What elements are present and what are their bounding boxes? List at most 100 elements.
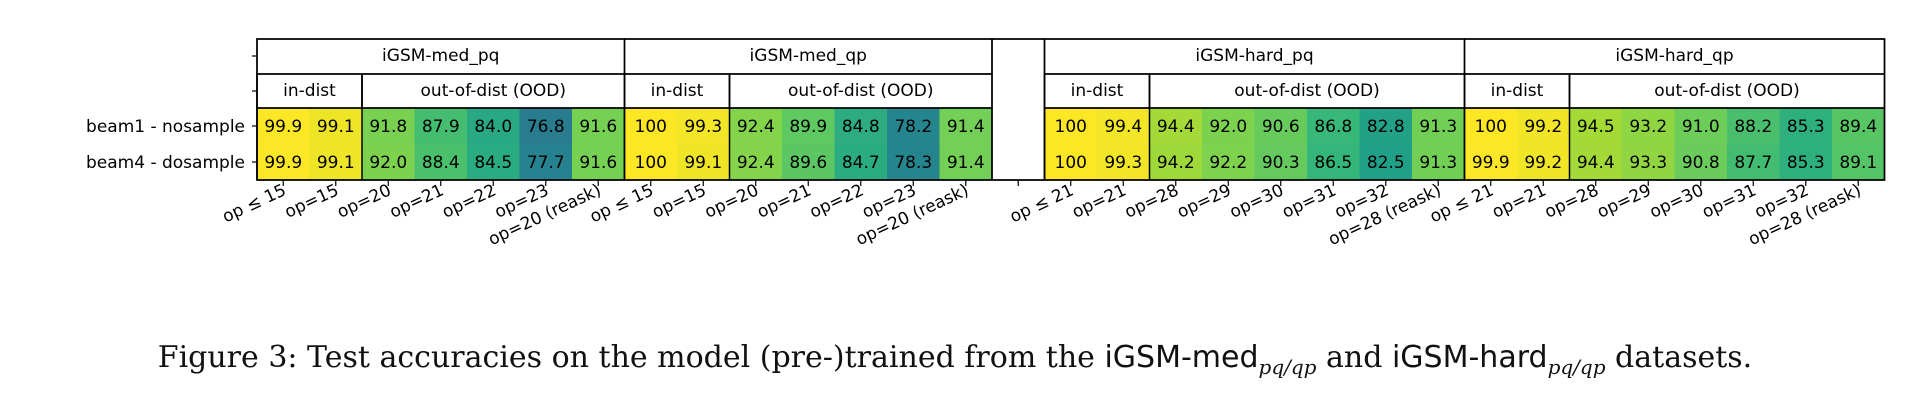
heatmap-cell [1464, 108, 1517, 144]
panel-title: iGSM-med_qp [750, 46, 867, 66]
cell-value: 91.8 [369, 117, 407, 137]
cell-value: 78.3 [894, 153, 932, 173]
panel-title: iGSM-hard_pq [1195, 46, 1313, 66]
cell-value: 91.0 [1682, 117, 1720, 137]
chart-frame [256, 38, 1886, 181]
column-label: op=21 [387, 180, 447, 222]
heatmap-cell [624, 108, 677, 144]
heatmap-cell [1044, 144, 1097, 180]
heatmap-cell [1097, 108, 1150, 144]
group-label: in-dist [651, 81, 704, 101]
spacer-column [991, 38, 1046, 181]
heatmap-cell [729, 108, 782, 144]
heatmap-cell [1412, 144, 1465, 180]
heatmap-cell [1832, 144, 1885, 180]
cell-value: 91.6 [579, 117, 617, 137]
cell-value: 91.3 [1419, 117, 1457, 137]
heatmap-cell [467, 144, 520, 180]
cell-value: 92.0 [369, 153, 407, 173]
heatmap-cell [257, 108, 310, 144]
heatmap-cell [1464, 144, 1517, 180]
heatmap-cell [467, 108, 520, 144]
heatmap-cell [677, 108, 730, 144]
heatmap-cell [1307, 144, 1360, 180]
cell-value: 99.1 [684, 153, 722, 173]
heatmap-cell [1412, 108, 1465, 144]
heatmap-cell [1779, 108, 1832, 144]
heatmap-cell [519, 108, 572, 144]
cell-value: 99.9 [264, 117, 302, 137]
heatmap-cell [519, 144, 572, 180]
column-label: op=22 [807, 180, 867, 222]
row-label: beam4 - dosample [86, 153, 245, 173]
cell-value: 90.6 [1262, 117, 1300, 137]
column-label: op=20 [702, 180, 762, 222]
cell-value: 93.2 [1629, 117, 1667, 137]
caption-dataset-med: iGSM-med [1104, 340, 1259, 375]
column-label: op=15 [649, 180, 709, 222]
heatmap-cell [572, 108, 625, 144]
column-label: op=29 [1594, 180, 1654, 222]
column-label: op=21 [1069, 180, 1129, 222]
cell-value: 88.4 [422, 153, 460, 173]
heatmap-cell [362, 108, 415, 144]
heatmap-cell [1307, 108, 1360, 144]
heatmap-cell [1254, 144, 1307, 180]
heatmap-cell [1202, 108, 1255, 144]
cell-value: 99.4 [1104, 117, 1142, 137]
cell-value: 99.9 [264, 153, 302, 173]
cell-value: 90.8 [1682, 153, 1720, 173]
cell-value: 85.3 [1787, 153, 1825, 173]
heatmap-cell [1832, 108, 1885, 144]
cell-value: 99.1 [317, 117, 355, 137]
heatmap-cell [834, 144, 887, 180]
cell-value: 87.9 [422, 117, 460, 137]
cell-value: 100 [1055, 153, 1087, 173]
heatmap-cell [309, 144, 362, 180]
heatmap-cell [939, 144, 992, 180]
heatmap-cell [887, 108, 940, 144]
heatmap-cell [1359, 144, 1412, 180]
column-label: op=30 [1227, 180, 1287, 222]
heatmap-cell [887, 144, 940, 180]
cell-value: 85.3 [1787, 117, 1825, 137]
cell-value: 77.7 [527, 153, 565, 173]
cell-value: 88.2 [1734, 117, 1772, 137]
group-label: in-dist [1491, 81, 1544, 101]
heatmap-cell [1674, 144, 1727, 180]
cell-value: 82.5 [1367, 153, 1405, 173]
column-label: op=30 [1647, 180, 1707, 222]
column-label: op=31 [1279, 180, 1339, 222]
column-label: op=28 [1122, 180, 1182, 222]
caption-mid: and [1316, 340, 1392, 375]
heatmap-cell [834, 108, 887, 144]
cell-value: 100 [1055, 117, 1087, 137]
caption-prefix: Figure 3: Test accuracies on the model (… [157, 340, 1105, 375]
cell-value: 100 [1475, 117, 1507, 137]
heatmap-cell [782, 108, 835, 144]
cell-value: 87.7 [1734, 153, 1772, 173]
group-label: in-dist [1071, 81, 1124, 101]
cell-value: 94.4 [1157, 117, 1195, 137]
caption-suffix: datasets. [1605, 340, 1753, 375]
heatmap-cell [414, 144, 467, 180]
heatmap-cell [309, 108, 362, 144]
cell-value: 100 [635, 153, 667, 173]
cell-value: 91.3 [1419, 153, 1457, 173]
heatmap-cell [1727, 108, 1780, 144]
column-label: op=31 [1699, 180, 1759, 222]
heatmap-cell [939, 108, 992, 144]
caption-subscript-hard: pq/qp [1547, 355, 1606, 379]
column-label: op=15 [282, 180, 342, 222]
heatmap-cell [782, 144, 835, 180]
cell-value: 82.8 [1367, 117, 1405, 137]
group-label: out-of-dist (OOD) [1654, 81, 1799, 101]
cell-value: 89.4 [1839, 117, 1877, 137]
column-label: op=21 [1489, 180, 1549, 222]
cell-value: 92.0 [1209, 117, 1247, 137]
heatmap-cell [677, 144, 730, 180]
cell-value: 86.5 [1314, 153, 1352, 173]
cell-value: 92.4 [737, 153, 775, 173]
cell-value: 90.3 [1262, 153, 1300, 173]
row-label: beam1 - nosample [86, 117, 245, 137]
